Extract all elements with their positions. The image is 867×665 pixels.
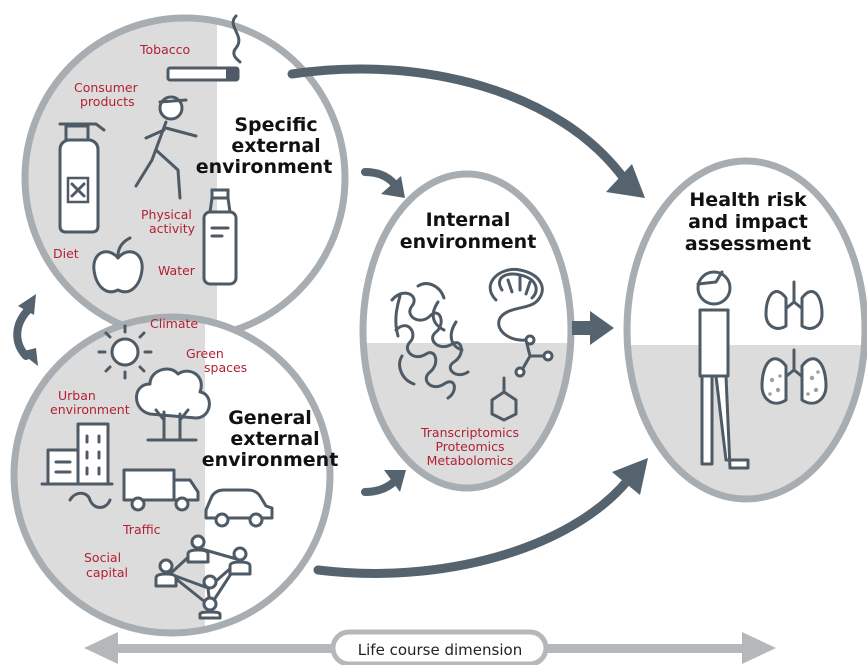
transcriptomics-label: Transcriptomics — [420, 425, 519, 440]
specific-title-line2: external — [231, 135, 320, 157]
person-icon — [696, 270, 750, 470]
arrow-general-to-health — [313, 458, 648, 578]
tobacco-label: Tobacco — [139, 42, 190, 57]
cigarette-icon — [166, 14, 242, 82]
diseased-lungs-icon — [760, 348, 828, 405]
arrow-tobacco-to-health — [287, 64, 645, 198]
physical-activity-label-line2: activity — [149, 221, 196, 236]
physical-activity-label-line1: Physical — [141, 207, 192, 222]
truck-icon — [122, 468, 200, 512]
arrow-internal-to-health — [572, 311, 614, 345]
climate-label: Climate — [150, 316, 198, 331]
specific-title-line1: Specific — [234, 114, 317, 136]
runner-icon — [134, 95, 198, 200]
health-title-line3: assessment — [685, 233, 811, 255]
tree-icon — [135, 367, 211, 442]
internal-title-line1: Internal — [426, 209, 511, 231]
social-capital-label-line1: Social — [84, 550, 121, 565]
buildings-icon — [40, 422, 114, 486]
arrow-bidirectional-external — [13, 294, 38, 366]
consumer-products-label-line1: Consumer — [74, 80, 139, 95]
general-title-line3: environment — [202, 449, 339, 471]
life-course-label: Life course dimension — [358, 641, 522, 659]
water-label: Water — [158, 263, 196, 278]
health-title-line2: and impact — [688, 211, 808, 233]
metabolite-icon — [490, 334, 554, 422]
traffic-label: Traffic — [122, 522, 161, 537]
social-network-icon — [154, 534, 252, 620]
general-title-line2: external — [230, 428, 319, 450]
apple-icon — [92, 236, 144, 294]
urban-environment-label-line1: Urban — [58, 388, 96, 403]
health-title-line1: Health risk — [689, 189, 807, 211]
protein-icon — [390, 282, 470, 400]
proteomics-label: Proteomics — [435, 439, 504, 454]
healthy-lungs-icon — [764, 280, 824, 330]
spray-bottle-icon — [58, 122, 106, 234]
dna-icon — [488, 267, 544, 342]
green-spaces-label-line2: spaces — [204, 360, 247, 375]
green-spaces-label-line1: Green — [186, 346, 224, 361]
social-capital-label-line2: capital — [86, 565, 128, 580]
specific-title-line3: environment — [196, 156, 333, 178]
car-icon — [204, 488, 274, 528]
smog-icon — [68, 491, 112, 509]
sun-icon — [97, 324, 153, 380]
consumer-products-label-line2: products — [80, 94, 135, 109]
arrow-general-to-internal — [361, 470, 406, 496]
internal-environment-node — [359, 170, 575, 492]
arrow-specific-to-internal — [361, 168, 405, 198]
urban-environment-label-line2: environment — [50, 402, 130, 417]
general-title-line1: General — [228, 407, 312, 429]
diet-label: Diet — [53, 246, 79, 261]
life-course-arrow: Life course dimension — [84, 629, 776, 665]
water-bottle-icon — [202, 188, 238, 286]
internal-title-line2: environment — [400, 231, 537, 253]
metabolomics-label: Metabolomics — [427, 453, 514, 468]
